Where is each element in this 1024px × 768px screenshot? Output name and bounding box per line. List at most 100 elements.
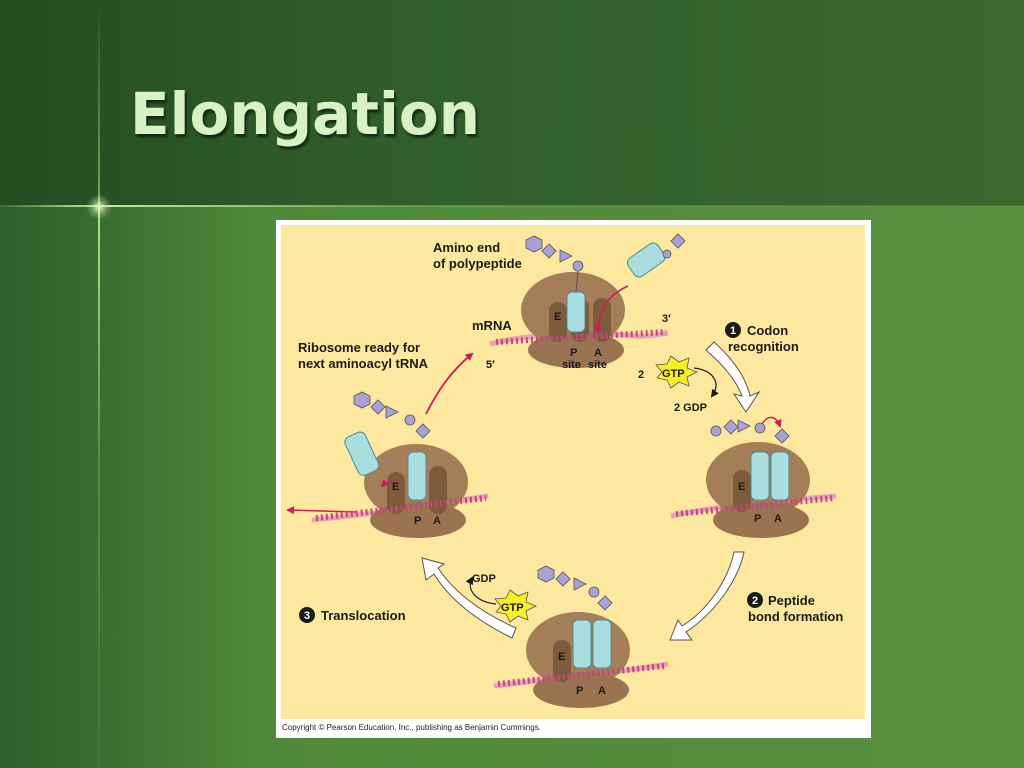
amino-acid-triangle xyxy=(559,249,573,263)
gtp-count-label: 2 xyxy=(638,369,644,381)
site-e-label-bottom: E xyxy=(558,651,565,663)
cycle-arrow-icon xyxy=(421,557,517,639)
amino-acid-diamond xyxy=(415,423,431,439)
amino-acid-triangle xyxy=(737,419,751,433)
site-p-label-left: P xyxy=(414,515,421,527)
amino-acid-circle-incoming xyxy=(662,249,672,259)
decorative-vertical-line xyxy=(98,0,100,768)
ribosome-ready-label-2: next aminoacyl tRNA xyxy=(298,356,429,371)
cycle-arrow-icon xyxy=(669,551,745,641)
step-3-label-1: Translocation xyxy=(321,608,406,623)
five-prime-label: 5′ xyxy=(486,359,495,371)
polypeptide-link xyxy=(575,270,579,293)
decorative-horizontal-line xyxy=(0,205,1024,207)
amino-acid-diamond xyxy=(370,399,386,415)
decorative-glow xyxy=(86,194,112,220)
amino-acid-triangle xyxy=(573,577,587,591)
curved-arrow-icon xyxy=(465,576,497,605)
site-p-label-top: P xyxy=(570,347,577,359)
ribosome-site-e xyxy=(733,470,751,512)
incoming-trna xyxy=(626,242,666,278)
amino-acid-circle xyxy=(588,586,600,598)
step-1-badge xyxy=(725,322,741,338)
ribosome-small-subunit xyxy=(713,502,809,538)
mrna-label: mRNA xyxy=(472,318,512,333)
exiting-trna xyxy=(344,431,380,476)
step-1-label-2: recognition xyxy=(728,339,799,354)
site-word-a: site xyxy=(588,359,607,371)
step-2-number: 2 xyxy=(752,595,758,607)
amino-acid-circle xyxy=(404,414,416,426)
trna-exiting xyxy=(344,431,380,476)
trna-p-site xyxy=(572,619,592,669)
trna-incoming xyxy=(626,242,666,278)
amino-acid-diamond xyxy=(723,419,739,435)
trna-p-site xyxy=(750,451,770,501)
arrow-mrna-exit xyxy=(286,506,357,515)
site-e-label-right: E xyxy=(738,481,745,493)
amino-acid-hexagon xyxy=(353,391,371,409)
mrna-codon-ticks xyxy=(675,495,835,517)
mrna-codon-ticks xyxy=(315,495,487,521)
cycle-arrow-icon xyxy=(705,341,761,413)
gdp-label: GDP xyxy=(472,573,496,585)
amino-acid-diamond xyxy=(774,428,790,444)
site-a-label-left: A xyxy=(433,515,441,527)
step-3-number: 3 xyxy=(304,610,310,622)
slide-header xyxy=(0,0,1024,206)
elongation-diagram: E P A site site Amino end of polypeptide… xyxy=(281,225,865,719)
site-a-label-bottom: A xyxy=(598,685,606,697)
trna-p-site xyxy=(566,291,586,333)
gtp-burst-icon xyxy=(494,589,537,623)
amino-acid-diamond xyxy=(541,243,557,259)
site-p-label-right: P xyxy=(754,513,761,525)
amino-end-label-2: of polypeptide xyxy=(433,256,522,271)
arrow-trna-exit xyxy=(380,478,399,488)
copyright-notice: Copyright © Pearson Education, Inc., pub… xyxy=(282,723,541,732)
step-3-badge xyxy=(299,607,315,623)
step-1-label-1: Codon xyxy=(747,323,788,338)
ribosome-top: E P A site site xyxy=(489,233,686,371)
trna-a-site xyxy=(592,619,612,669)
amino-acid-hexagon xyxy=(525,235,543,253)
step-2-label-2: bond formation xyxy=(748,609,843,624)
arrow-peptide-transfer xyxy=(761,416,782,428)
gtp-label-2: GTP xyxy=(501,602,524,614)
ribosome-left: E P A xyxy=(286,391,489,538)
ribosome-bottom: E P A xyxy=(493,565,669,708)
amino-end-label-1: Amino end xyxy=(433,240,500,255)
ribosome-site-e xyxy=(549,302,567,342)
amino-acid-circle xyxy=(572,260,584,272)
three-prime-label: 3′ xyxy=(662,313,671,325)
site-word-p: site xyxy=(562,359,581,371)
amino-acid-hexagon xyxy=(537,565,555,583)
site-e-label-left: E xyxy=(392,481,399,493)
ribosome-small-subunit xyxy=(533,672,629,708)
step-1-number: 1 xyxy=(730,325,736,337)
site-p-label-bottom: P xyxy=(576,685,583,697)
gtp-label-1: GTP xyxy=(662,368,685,380)
site-a-label-right: A xyxy=(774,513,782,525)
ribosome-site-a xyxy=(429,466,447,514)
ribosome-site-e xyxy=(387,472,405,514)
amino-acid-triangle xyxy=(385,405,399,419)
site-e-label-top: E xyxy=(554,311,561,323)
curved-arrow-icon xyxy=(693,367,719,398)
trna-a-site xyxy=(770,451,790,501)
amino-acid-diamond xyxy=(555,571,571,587)
step-2-badge xyxy=(747,592,763,608)
arrow-trna-entry xyxy=(594,285,629,334)
mrna-codon-ticks xyxy=(495,329,667,345)
gtp-burst-icon xyxy=(655,355,698,389)
amino-acid-diamond xyxy=(597,595,613,611)
amino-acid-circle xyxy=(754,422,766,434)
amino-acid-circle xyxy=(710,425,722,437)
arrow-cycle-return xyxy=(425,352,474,415)
amino-acid-diamond-incoming xyxy=(670,233,686,249)
step-2-label-1: Peptide xyxy=(768,593,815,608)
elongation-figure: E P A site site Amino end of polypeptide… xyxy=(276,220,871,738)
two-gdp-label: 2 GDP xyxy=(674,402,707,414)
ribosome-right: E P A xyxy=(670,416,837,538)
site-a-label-top: A xyxy=(594,347,602,359)
slide-title: Elongation xyxy=(130,80,481,148)
